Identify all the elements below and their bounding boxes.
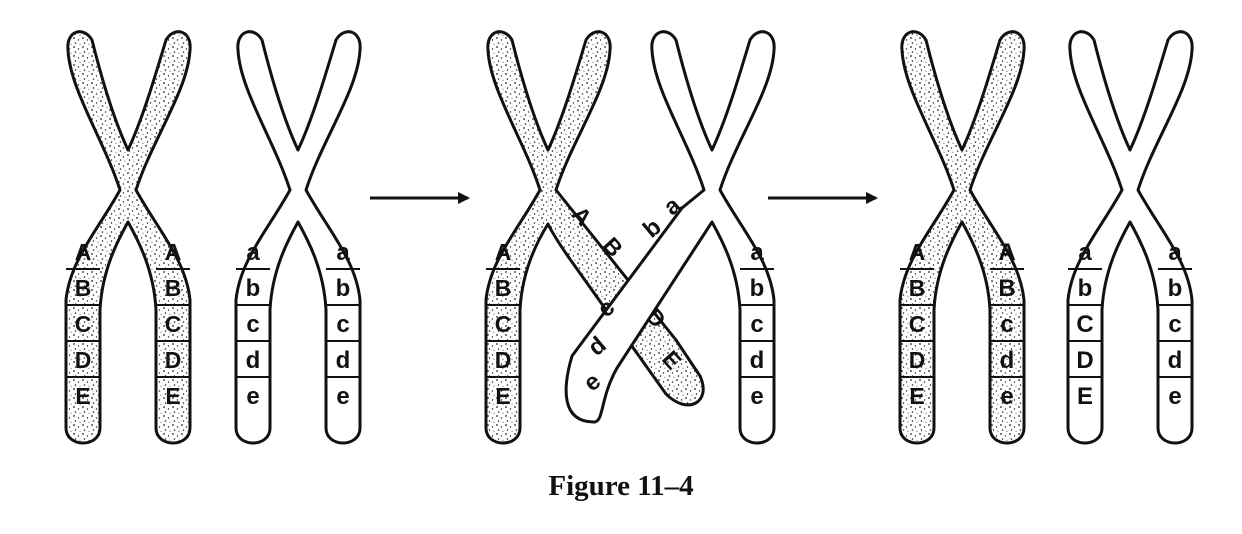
gene-label: E <box>495 383 510 409</box>
chromosome-outline <box>1066 30 1194 445</box>
gene-label: A <box>165 239 182 265</box>
gene-label: a <box>1168 239 1182 266</box>
gene-label: d <box>1168 347 1183 374</box>
gene-label: E <box>1077 383 1093 410</box>
gene-label: d <box>246 347 261 374</box>
gene-label: c <box>246 311 259 338</box>
gene-label: D <box>909 347 926 373</box>
gene-label: B <box>75 275 92 301</box>
gene-label: a <box>336 239 350 266</box>
gene-label: D <box>495 347 512 373</box>
gene-label: a <box>750 239 764 266</box>
gene-label: e <box>750 383 763 410</box>
gene-label: b <box>1168 275 1183 302</box>
chromosome-outline <box>898 30 1026 445</box>
gene-label: D <box>75 347 92 373</box>
gene-label: c <box>750 311 763 338</box>
gene-label: e <box>246 383 259 410</box>
gene-label: B <box>998 275 1015 302</box>
gene-label: c <box>336 311 349 338</box>
chromosome-outline <box>64 30 192 445</box>
gene-label: d <box>750 347 765 374</box>
gene-label: B <box>495 275 512 301</box>
gene-label: B <box>909 275 926 301</box>
gene-label: d <box>1000 347 1015 374</box>
chromosome-outline <box>484 30 705 445</box>
gene-label: e <box>1000 383 1013 410</box>
gene-label: b <box>246 275 261 302</box>
gene-label: C <box>495 311 512 337</box>
gene-label: A <box>75 239 92 265</box>
chromosome-outline <box>564 30 776 445</box>
gene-label: c <box>1168 311 1181 338</box>
gene-label: E <box>75 383 90 409</box>
chromosome-outline <box>234 30 362 445</box>
gene-label: C <box>909 311 926 337</box>
gene-label: b <box>1078 275 1093 302</box>
gene-label: A <box>998 239 1015 266</box>
gene-label: D <box>1076 347 1093 374</box>
gene-label: e <box>336 383 349 410</box>
gene-label: A <box>909 239 926 265</box>
gene-label: C <box>75 311 92 337</box>
gene-label: e <box>1168 383 1181 410</box>
gene-label: E <box>165 383 180 409</box>
gene-label: a <box>1078 239 1092 266</box>
gene-label: c <box>1000 311 1013 338</box>
gene-label: b <box>750 275 765 302</box>
gene-label: C <box>1076 311 1093 338</box>
gene-label: E <box>909 383 924 409</box>
gene-label: C <box>165 311 182 337</box>
gene-label: a <box>246 239 260 266</box>
gene-label: d <box>336 347 351 374</box>
gene-label: B <box>165 275 182 301</box>
figure-caption: Figure 11–4 <box>548 470 694 502</box>
gene-label: D <box>165 347 182 373</box>
gene-label: A <box>495 239 512 265</box>
gene-label: b <box>336 275 351 302</box>
